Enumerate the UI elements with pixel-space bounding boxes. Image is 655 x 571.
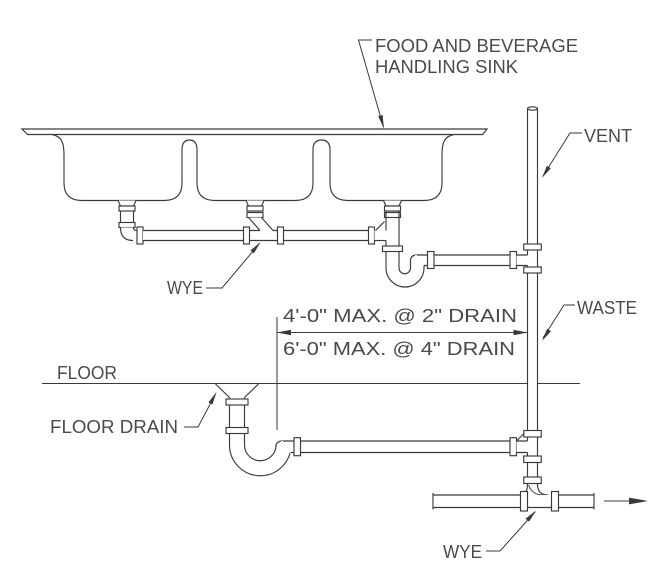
leader-arrow: [542, 328, 551, 341]
coupling: [225, 398, 249, 406]
coupling: [523, 266, 542, 274]
coupling: [523, 455, 542, 464]
vent-callout: VENT: [542, 125, 632, 178]
wye-lower-callout: WYE: [443, 510, 536, 562]
dimension-group: 4'-0" MAX. @ 2" DRAIN 6'-0" MAX. @ 4" DR…: [276, 305, 528, 430]
floor-drain-label: FLOOR DRAIN: [50, 416, 178, 437]
vent-label: VENT: [584, 125, 632, 146]
leader-line: [542, 304, 575, 339]
leader-line: [542, 132, 582, 177]
coupling: [246, 211, 264, 219]
floor-drain-callout: FLOOR DRAIN: [50, 392, 217, 437]
coupling: [383, 205, 402, 212]
sink-countertop: [20, 128, 489, 136]
vent-waste-stack: [519, 106, 549, 496]
coupling: [118, 221, 136, 229]
drain-hub: [117, 200, 137, 207]
leader-line: [357, 39, 384, 128]
coupling: [276, 226, 285, 245]
coupling: [293, 437, 302, 457]
coupling: [242, 226, 251, 245]
coupling: [225, 426, 249, 435]
leader-arrow: [378, 114, 384, 129]
p-trap-inner: [243, 444, 277, 462]
waste-label: WASTE: [577, 297, 637, 318]
coupling: [367, 226, 376, 245]
bottom-waste-run: [432, 490, 648, 512]
sink-label-line1: FOOD AND BEVERAGE: [375, 35, 578, 56]
drain-hub: [382, 200, 403, 207]
tailpiece-bowl3-trap: [374, 200, 528, 288]
sink-label-line2: HANDLING SINK: [375, 56, 519, 77]
callouts: FOOD AND BEVERAGE HANDLING SINK VENT WAS…: [50, 35, 637, 562]
coupling: [509, 250, 518, 270]
leader-arrow: [208, 392, 217, 405]
dimension-arrow-right: [513, 329, 528, 336]
wye-fitting: [248, 217, 274, 231]
leader-line: [486, 511, 536, 552]
wye-chamfer: [516, 433, 525, 442]
sink: [20, 128, 489, 202]
coupling: [246, 205, 264, 212]
tailpiece-bowl1: [117, 200, 144, 245]
coupling: [136, 226, 144, 245]
coupling: [381, 245, 404, 253]
coupling: [118, 205, 136, 212]
flow-direction-arrow: [604, 497, 648, 505]
coupling: [519, 490, 529, 512]
leader-line: [184, 393, 216, 428]
wye-lower-label: WYE: [443, 541, 482, 562]
elbow-fitting: [119, 227, 137, 242]
leader-arrow: [525, 510, 536, 522]
leader-arrow: [250, 242, 261, 254]
dimension-text-2in: 4'-0" MAX. @ 2" DRAIN: [283, 305, 517, 326]
wye-upper-label: WYE: [167, 277, 203, 298]
sink-callout: FOOD AND BEVERAGE HANDLING SINK: [357, 35, 578, 129]
coupling: [523, 429, 542, 438]
coupling: [523, 243, 542, 251]
waste-callout: WASTE: [542, 297, 637, 341]
coupling: [550, 490, 560, 512]
coupling: [383, 211, 402, 219]
pipe-open-end: [527, 106, 538, 111]
sink-drain-assembly: [117, 200, 528, 288]
p-trap-inner: [398, 267, 412, 275]
wye-upper-callout: WYE: [167, 242, 261, 298]
floor-label: FLOOR: [57, 362, 117, 383]
coupling: [426, 250, 435, 270]
leader-arrow: [542, 165, 551, 178]
floor-callout: FLOOR: [57, 362, 117, 383]
dimension-arrow-left: [277, 329, 291, 336]
drain-hub: [245, 200, 265, 207]
coupling: [509, 437, 518, 457]
wye-chamfer: [375, 221, 385, 231]
coupling: [523, 476, 542, 485]
leader-line: [206, 243, 260, 289]
tailpiece-bowl2-wye: [245, 200, 274, 231]
floor-drain-arm-pipe: [283, 440, 517, 454]
sink-bowls: [51, 133, 455, 202]
p-trap-outer: [385, 267, 425, 288]
dimension-text-4in: 6'-0" MAX. @ 4" DRAIN: [283, 338, 515, 359]
floor-drain-funnel: [215, 383, 259, 398]
floor-drain-assembly: [215, 383, 528, 477]
